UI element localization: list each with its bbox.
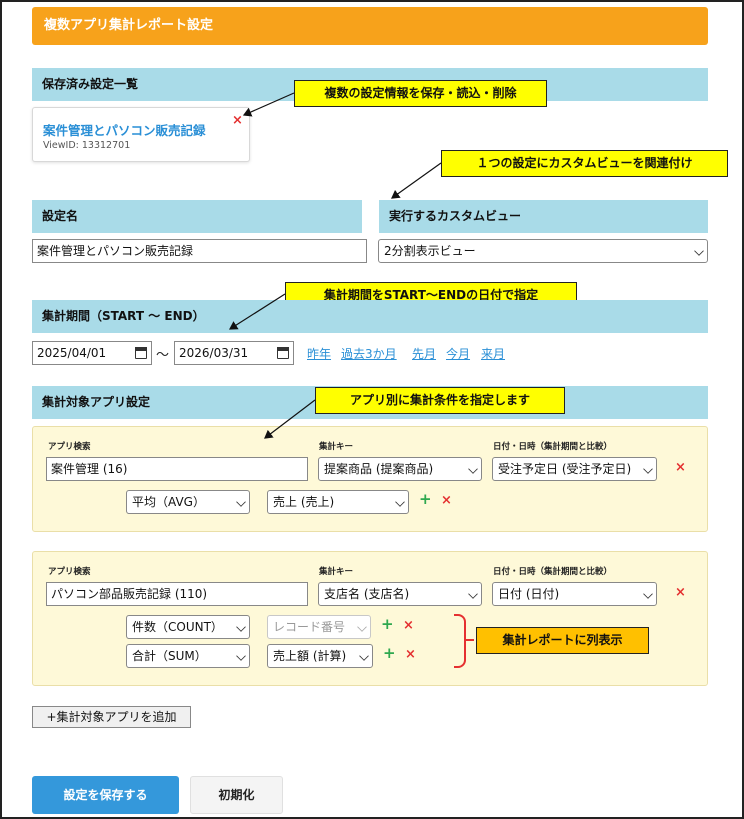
agg-field-select[interactable]: 売上額 (計算) xyxy=(267,644,373,668)
quick-link-last-year[interactable]: 昨年 xyxy=(307,347,332,361)
agg-key-select[interactable]: 提案商品 (提案商品) xyxy=(318,457,482,481)
add-aggregation-icon[interactable]: + xyxy=(419,490,432,508)
callout-columns: 集計レポートに列表示 xyxy=(476,627,649,654)
agg-func-select[interactable]: 件数（COUNT） xyxy=(126,615,250,639)
agg-func-selected: 合計（SUM） xyxy=(132,649,207,663)
arrow-period xyxy=(228,293,286,330)
app-search-input[interactable]: 案件管理 (16) xyxy=(46,457,308,481)
add-aggregation-icon[interactable]: + xyxy=(381,615,394,633)
agg-field-selected: レコード番号 xyxy=(273,620,346,634)
agg-func-selected: 件数（COUNT） xyxy=(132,620,223,634)
columns-bracket-tip xyxy=(464,639,474,641)
calendar-icon[interactable] xyxy=(276,346,289,359)
custom-view-header: 実行するカスタムビュー xyxy=(379,200,708,233)
agg-func-select[interactable]: 合計（SUM） xyxy=(126,644,250,668)
delete-saved-setting-icon[interactable]: × xyxy=(232,113,243,128)
period-separator: 〜 xyxy=(156,348,170,363)
agg-field-select[interactable]: 売上 (売上) xyxy=(267,490,409,514)
period-start-input[interactable]: 2025/04/01 xyxy=(32,341,152,365)
remove-app-icon[interactable]: × xyxy=(675,460,686,475)
remove-aggregation-icon[interactable]: × xyxy=(441,493,452,508)
settings-name-header: 設定名 xyxy=(32,200,362,233)
agg-key-label: 集計キー xyxy=(319,567,354,577)
saved-setting-name[interactable]: 案件管理とパソコン販売記録 xyxy=(43,123,206,138)
app-search-input[interactable]: パソコン部品販売記録 (110) xyxy=(46,582,308,606)
arrow-saved-settings xyxy=(242,92,295,117)
add-aggregation-icon[interactable]: + xyxy=(383,644,396,662)
agg-func-select[interactable]: 平均（AVG） xyxy=(126,490,250,514)
callout-save-load-delete: 複数の設定情報を保存・読込・削除 xyxy=(294,80,547,107)
date-field-select[interactable]: 受注予定日 (受注予定日) xyxy=(492,457,657,481)
quick-link-last-month[interactable]: 先月 xyxy=(412,347,437,361)
reset-button[interactable]: 初期化 xyxy=(190,776,283,814)
callout-link-view: １つの設定にカスタムビューを関連付け xyxy=(441,150,728,177)
callout-per-app: アプリ別に集計条件を指定します xyxy=(315,387,565,414)
period-end-value: 2026/03/31 xyxy=(179,346,249,360)
calendar-icon[interactable] xyxy=(134,346,147,359)
date-field-label: 日付・日時（集計期間と比較） xyxy=(493,567,613,577)
period-header: 集計期間（START 〜 END） xyxy=(32,300,708,333)
date-field-select[interactable]: 日付 (日付) xyxy=(492,582,657,606)
date-field-selected: 受注予定日 (受注予定日) xyxy=(498,462,632,476)
page-title: 複数アプリ集計レポート設定 xyxy=(32,7,708,45)
remove-app-icon[interactable]: × xyxy=(675,585,686,600)
saved-setting-card[interactable]: 案件管理とパソコン販売記録 ViewID: 13312701 × xyxy=(32,107,250,162)
agg-key-label: 集計キー xyxy=(319,442,354,452)
agg-field-selected: 売上額 (計算) xyxy=(273,649,347,663)
save-settings-button[interactable]: 設定を保存する xyxy=(32,776,179,814)
remove-aggregation-icon[interactable]: × xyxy=(403,618,414,633)
agg-key-select[interactable]: 支店名 (支店名) xyxy=(318,582,482,606)
agg-field-selected: 売上 (売上) xyxy=(273,495,335,509)
columns-bracket xyxy=(454,614,466,668)
app-search-label: アプリ検索 xyxy=(48,567,91,577)
custom-view-selected: 2分割表示ビュー xyxy=(384,244,476,258)
app-search-label: アプリ検索 xyxy=(48,442,91,452)
quick-link-next-month[interactable]: 来月 xyxy=(481,347,506,361)
date-field-selected: 日付 (日付) xyxy=(498,587,560,601)
quick-link-this-month[interactable]: 今月 xyxy=(446,347,471,361)
agg-field-select: レコード番号 xyxy=(267,615,371,639)
quick-link-past-3-months[interactable]: 過去3か月 xyxy=(341,347,397,361)
settings-name-input[interactable]: 案件管理とパソコン販売記録 xyxy=(32,239,367,263)
agg-key-selected: 提案商品 (提案商品) xyxy=(324,462,434,476)
arrow-custom-view xyxy=(391,162,442,199)
arrow-per-app xyxy=(264,399,316,439)
date-field-label: 日付・日時（集計期間と比較） xyxy=(493,442,613,452)
period-start-value: 2025/04/01 xyxy=(37,346,107,360)
agg-key-selected: 支店名 (支店名) xyxy=(324,587,410,601)
saved-setting-view-id: ViewID: 13312701 xyxy=(43,140,131,151)
agg-func-selected: 平均（AVG） xyxy=(132,495,205,509)
custom-view-select[interactable]: 2分割表示ビュー xyxy=(378,239,708,263)
add-target-app-button[interactable]: +集計対象アプリを追加 xyxy=(32,706,191,728)
remove-aggregation-icon[interactable]: × xyxy=(405,647,416,662)
period-end-input[interactable]: 2026/03/31 xyxy=(174,341,294,365)
